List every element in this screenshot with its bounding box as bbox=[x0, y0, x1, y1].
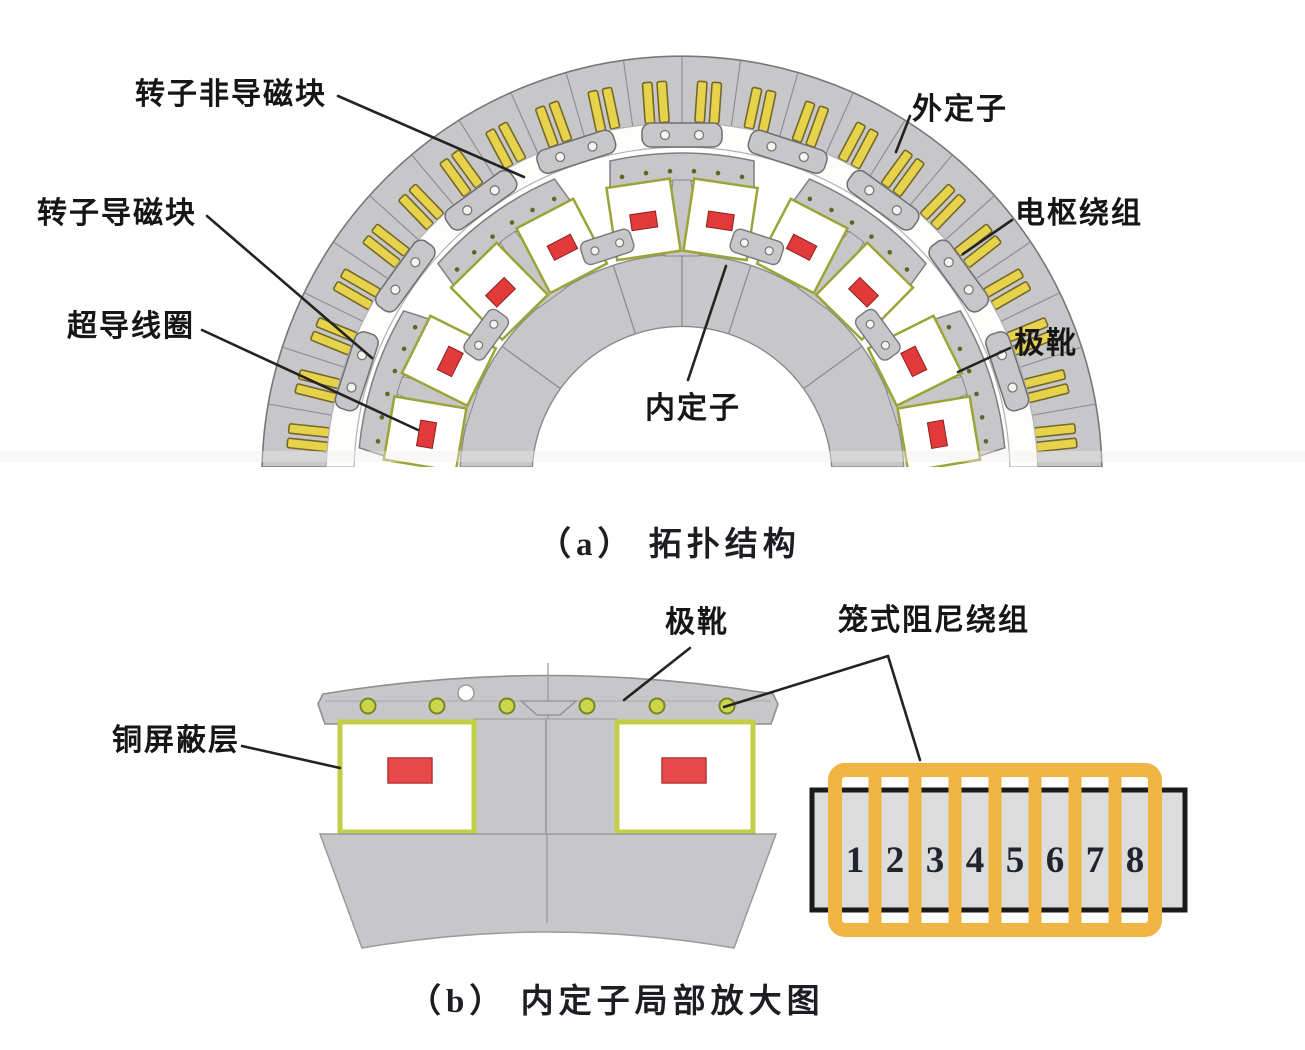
leader-copper-shield bbox=[240, 744, 342, 770]
leader-rotor-nonmagnetic-block bbox=[336, 94, 526, 179]
leader-rotor-magnetic-block bbox=[205, 214, 374, 360]
label-outer-stator: 外定子 bbox=[912, 93, 1008, 126]
label-cage-damper-winding: 笼式阻尼绕组 bbox=[838, 604, 1030, 637]
cage-number-1: 1 bbox=[846, 840, 865, 881]
coil-red-right bbox=[661, 757, 707, 784]
label-copper-shield-layer: 铜屏蔽层 bbox=[112, 724, 240, 757]
leader-armature-winding bbox=[961, 218, 1014, 256]
cage-number-7: 7 bbox=[1086, 840, 1105, 881]
leader-lines-b bbox=[240, 646, 922, 770]
pole-shoe-notch bbox=[519, 700, 578, 716]
leader-lines-a bbox=[200, 94, 1014, 432]
cage-number-8: 8 bbox=[1126, 840, 1145, 881]
leader-outer-stator bbox=[894, 114, 912, 154]
cage-rings bbox=[828, 763, 1162, 937]
cage-number-4: 4 bbox=[966, 840, 985, 881]
cage-damper-diagram: 1 2 3 4 5 6 7 8 bbox=[809, 763, 1188, 937]
label-pole-shoe-b: 极靴 bbox=[665, 606, 729, 639]
coil-red-left bbox=[387, 757, 433, 784]
coil-window-left bbox=[337, 719, 477, 835]
label-inner-stator: 内定子 bbox=[645, 392, 741, 425]
leader-superconducting-coil bbox=[200, 328, 420, 432]
label-pole-shoe-a: 极靴 bbox=[1014, 327, 1078, 360]
topology-drawing bbox=[261, 55, 1103, 467]
caption-part-b: （b） 内定子局部放大图 bbox=[408, 984, 825, 1020]
coil-window-right bbox=[614, 719, 756, 835]
vent-hole bbox=[457, 684, 475, 702]
leader-inner-stator bbox=[686, 264, 728, 382]
cage-number-2: 2 bbox=[886, 840, 905, 881]
label-armature-winding: 电枢绕组 bbox=[1015, 197, 1143, 230]
leader-pole-shoe-a bbox=[956, 346, 1012, 374]
cage-number-3: 3 bbox=[926, 840, 945, 881]
cage-number-5: 5 bbox=[1006, 840, 1025, 881]
cage-numbers: 1 2 3 4 5 6 7 8 bbox=[846, 840, 1145, 881]
label-rotor-nonmagnetic-block: 转子非导磁块 bbox=[135, 78, 327, 111]
leader-pole-shoe-b bbox=[622, 646, 692, 702]
leader-cage-to-shoe bbox=[722, 654, 890, 709]
core-wedge bbox=[318, 833, 778, 949]
cage-number-6: 6 bbox=[1046, 840, 1065, 881]
label-rotor-magnetic-block: 转子导磁块 bbox=[37, 197, 197, 230]
scan-artifact-band bbox=[0, 451, 1305, 462]
leader-cage-to-diagram bbox=[886, 654, 922, 762]
caption-part-a: （a） 拓扑结构 bbox=[538, 527, 801, 563]
label-superconducting-coil: 超导线圈 bbox=[67, 310, 195, 343]
inner-stator-enlargement: 1 2 3 4 5 6 7 8 bbox=[240, 646, 1188, 949]
